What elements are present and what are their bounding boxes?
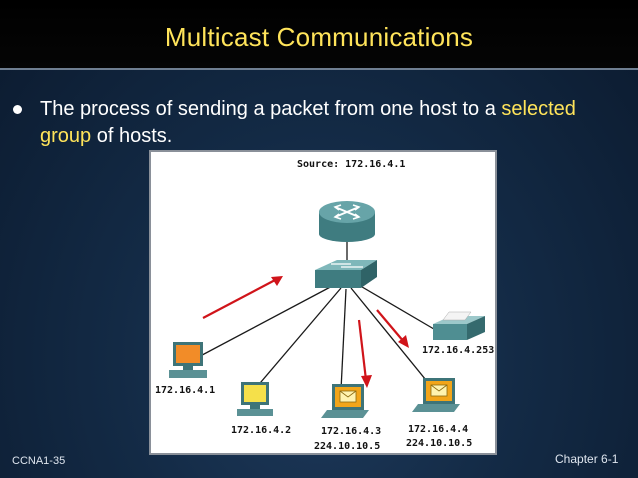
arrow-to-host3 (357, 319, 368, 381)
link-host1 (188, 283, 337, 363)
bullet-text: The process of sending a packet from one… (40, 96, 630, 150)
laptop-icon-host4 (412, 378, 460, 412)
bullet-dot (13, 105, 22, 114)
printer-icon (433, 311, 485, 340)
pc-icon-host2 (237, 382, 273, 416)
link-printer (356, 283, 440, 333)
host1-label: 172.16.4.1 (155, 385, 215, 396)
link-host4 (350, 287, 431, 386)
bullet-highlight-group: group (40, 125, 92, 147)
arrow-head-to-host4 (398, 335, 409, 348)
network-diagram-svg: Source: 172.16.4.1 172.16.4.1 172.16.4.2… (155, 159, 494, 452)
footer-slide-id: CCNA1-35 (12, 455, 66, 467)
arrow-to-switch (202, 278, 278, 319)
title-bar: Multicast Communications (0, 0, 638, 70)
host3-label: 172.16.4.3 (321, 426, 381, 437)
switch-icon (315, 260, 377, 288)
footer-chapter: Chapter 6-1 (555, 452, 619, 466)
slide-title: Multicast Communications (164, 22, 474, 52)
bullet-part3: of hosts. (91, 125, 173, 147)
bullet-part1: The process of sending a packet from one… (40, 98, 502, 120)
links (188, 237, 440, 391)
multicast-arrows (202, 276, 409, 388)
host4-group-label: 224.10.10.5 (406, 438, 472, 449)
bullet-highlight-selected: selected (501, 98, 576, 120)
source-label: Source: 172.16.4.1 (297, 159, 405, 170)
printer-label: 172.16.4.253 (422, 345, 494, 356)
host2-label: 172.16.4.2 (231, 425, 291, 436)
link-host2 (254, 287, 342, 390)
arrow-head-to-host3 (361, 375, 372, 388)
arrow-head-to-switch (271, 276, 283, 286)
pc-icon-host1 (169, 342, 207, 378)
link-host3 (340, 288, 347, 391)
arrow-to-host4 (376, 309, 405, 343)
host3-group-label: 224.10.10.5 (314, 441, 380, 452)
network-diagram: Source: 172.16.4.1 172.16.4.1 172.16.4.2… (149, 150, 497, 455)
router-icon (319, 201, 375, 242)
host4-label: 172.16.4.4 (408, 424, 468, 435)
laptop-icon-host3 (321, 384, 369, 418)
